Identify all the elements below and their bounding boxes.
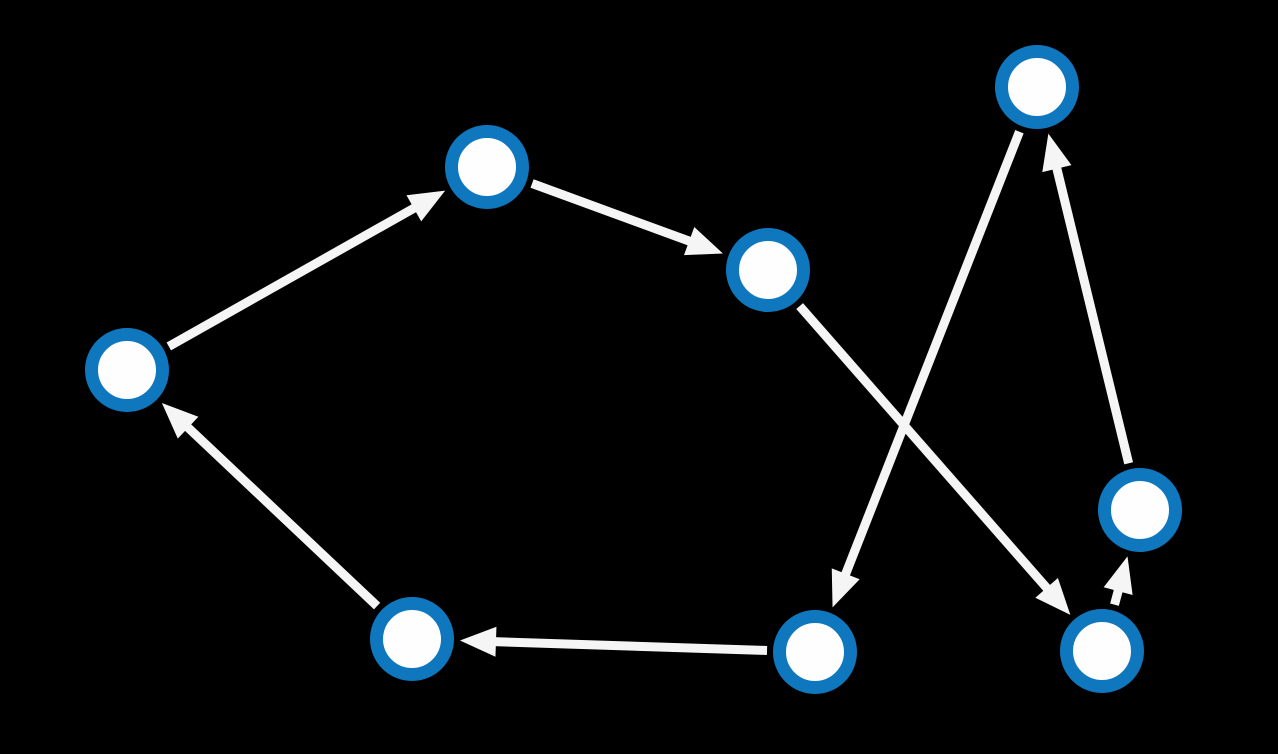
edge-bottom-right-to-right-middle-shaft [1110,588,1124,606]
edge-right-middle-to-top-right-arrowhead-icon [1042,133,1072,173]
edge-bottom-left-to-left [161,402,381,610]
node-right-middle[interactable] [1098,468,1182,552]
edge-bottom-middle-to-bottom-left-arrowhead-icon [459,626,497,657]
node-bottom-middle-circle[interactable] [773,610,857,694]
edge-left-to-top-left [166,190,446,351]
edge-top-left-to-top-middle [530,179,723,256]
edge-bottom-middle-to-bottom-left-shaft [493,637,768,655]
edge-bottom-right-to-right-middle [1103,556,1133,606]
node-left-circle[interactable] [85,328,169,412]
nodes-layer [85,45,1182,694]
node-right-middle-circle[interactable] [1098,468,1182,552]
node-left[interactable] [85,328,169,412]
node-bottom-left-circle[interactable] [370,597,454,681]
node-top-middle-circle[interactable] [726,228,810,312]
edge-top-left-to-top-middle-shaft [530,179,693,247]
node-top-right[interactable] [995,45,1079,129]
edge-top-right-to-bottom-middle-shaft [840,130,1024,578]
edge-right-middle-to-top-right [1042,133,1134,465]
edge-bottom-middle-to-bottom-left [459,626,768,657]
edge-top-left-to-top-middle-arrowhead-icon [683,227,723,256]
edges-layer [161,130,1134,657]
edge-left-to-top-left-arrowhead-icon [406,190,446,222]
edge-bottom-right-to-right-middle-arrowhead-icon [1103,556,1133,596]
node-top-left[interactable] [445,125,529,209]
edge-left-to-top-left-shaft [166,203,418,351]
edge-top-right-to-bottom-middle [831,130,1024,608]
edge-bottom-left-to-left-shaft [183,423,381,610]
edge-top-middle-to-bottom-right-shaft [796,303,1052,593]
node-bottom-middle[interactable] [773,610,857,694]
edge-top-middle-to-bottom-right-arrowhead-icon [1035,577,1071,615]
node-bottom-left[interactable] [370,597,454,681]
node-bottom-right[interactable] [1060,609,1144,693]
node-top-left-circle[interactable] [445,125,529,209]
node-top-middle[interactable] [726,228,810,312]
edge-right-middle-to-top-right-shaft [1052,165,1134,465]
node-bottom-right-circle[interactable] [1060,609,1144,693]
edge-top-middle-to-bottom-right [796,303,1071,615]
edge-bottom-left-to-left-arrowhead-icon [161,402,199,439]
node-top-right-circle[interactable] [995,45,1079,129]
edge-top-right-to-bottom-middle-arrowhead-icon [831,568,860,608]
